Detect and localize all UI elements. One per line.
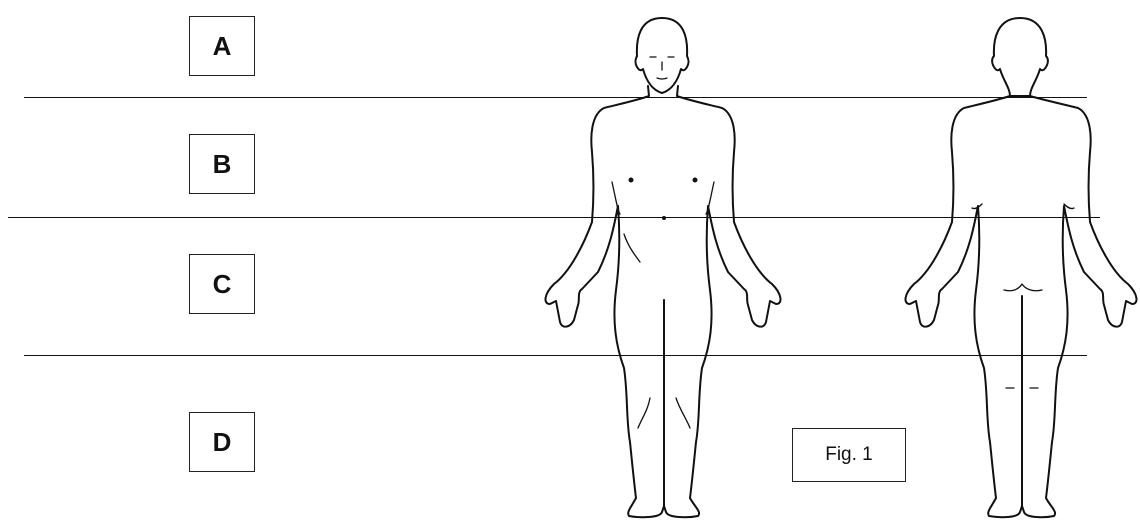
figure-caption: Fig. 1: [825, 444, 873, 466]
figure-caption-box: Fig. 1: [792, 428, 906, 482]
